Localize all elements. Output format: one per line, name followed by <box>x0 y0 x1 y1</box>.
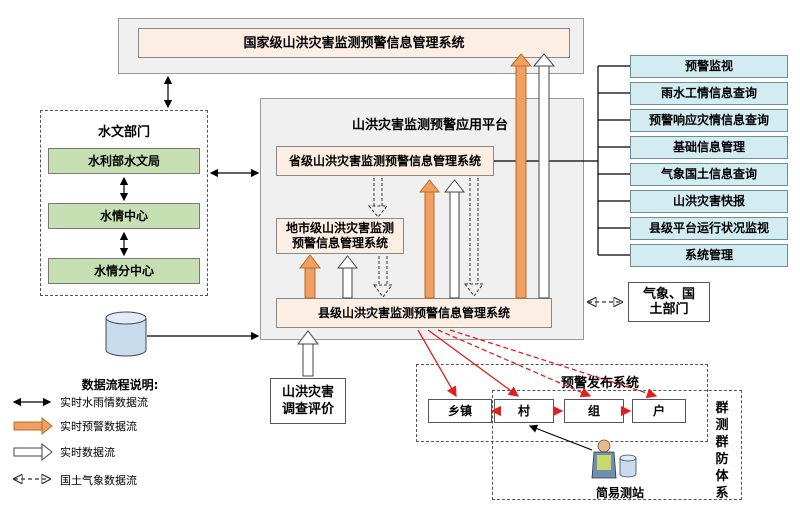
county-provincial-white-arrow <box>443 179 466 299</box>
function-item: 雨水工情信息查询 <box>630 82 788 105</box>
function-item: 系统管理 <box>630 244 788 267</box>
function-item: 山洪灾害快报 <box>630 190 788 213</box>
function-item: 预警监视 <box>630 55 788 78</box>
water-center-box: 水情中心 <box>48 203 200 229</box>
station-village-link <box>528 424 593 451</box>
node-township: 乡镇 <box>428 399 492 423</box>
station-cylinder-icon <box>619 454 637 478</box>
platform-title: 山洪灾害监测预警应用平台 <box>351 118 508 133</box>
legend-item-realtime: 实时数据流 <box>60 446 115 459</box>
function-bracket <box>494 65 630 256</box>
county-system-box: 县级山洪灾害监测预警信息管理系统 <box>276 298 552 328</box>
node-group: 组 <box>564 399 624 423</box>
function-item: 基础信息管理 <box>630 136 788 159</box>
legend-item-rain: 实时水雨情数据流 <box>60 396 148 409</box>
provincial-system-box: 省级山洪灾害监测预警信息管理系统 <box>276 146 494 176</box>
group-defense-panel <box>492 390 742 500</box>
legend-item-warning: 实时预警数据流 <box>60 420 137 433</box>
survey-box: 山洪灾害 调查评价 <box>270 378 346 424</box>
survey-line2: 调查评价 <box>281 402 334 417</box>
node-household: 户 <box>632 399 686 423</box>
county-provincial-orange-arrow <box>418 179 441 299</box>
county-national-orange-arrow <box>509 53 533 299</box>
hydrology-dept-panel <box>40 110 208 296</box>
city-system-line2: 预警信息管理系统 <box>291 236 388 250</box>
legend-symbol-realtime <box>13 442 53 462</box>
person-icon <box>591 439 617 479</box>
hydrology-dept-title: 水文部门 <box>97 125 150 140</box>
function-item: 县级平台运行状况监视 <box>630 217 788 240</box>
meteo-dept-line1: 气象、国 <box>642 287 695 302</box>
function-item: 预警响应灾情信息查询 <box>630 109 788 132</box>
legend-item-meteo: 国土气象数据流 <box>60 474 137 487</box>
legend-symbol-warning <box>13 416 53 436</box>
city-county-dashed-arrow <box>373 256 393 298</box>
survey-county-white-arrow <box>296 330 320 377</box>
county-national-white-arrow <box>532 53 556 299</box>
hydrology-bureau-box: 水利部水文局 <box>48 148 200 174</box>
simple-station-label: 简易测站 <box>595 486 644 500</box>
legend-title: 数据流程说明: <box>81 378 159 392</box>
group-defense-label: 群测群防体系 <box>715 401 729 501</box>
warning-system-title: 预警发布系统 <box>560 376 639 391</box>
meteo-dept-line2: 土部门 <box>649 302 689 317</box>
water-subcenter-box: 水情分中心 <box>48 258 200 284</box>
county-city-white-arrow <box>336 255 359 299</box>
provincial-city-dashed-arrow <box>367 178 389 218</box>
warning-red-arrows <box>417 329 658 417</box>
database-icon <box>105 311 147 357</box>
city-system-box: 地市级山洪灾害监测 预警信息管理系统 <box>276 218 404 254</box>
national-system-box: 国家级山洪灾害监测预警信息管理系统 <box>138 28 570 58</box>
county-city-orange-arrow <box>298 254 322 299</box>
city-system-line1: 地市级山洪灾害监测 <box>285 221 394 235</box>
warning-system-panel <box>416 364 708 442</box>
meteo-dept-box: 气象、国 土部门 <box>628 282 710 322</box>
function-item: 气象国土信息查询 <box>630 163 788 186</box>
provincial-county-dashed-arrow <box>464 178 484 297</box>
survey-line1: 山洪灾害 <box>281 385 334 400</box>
